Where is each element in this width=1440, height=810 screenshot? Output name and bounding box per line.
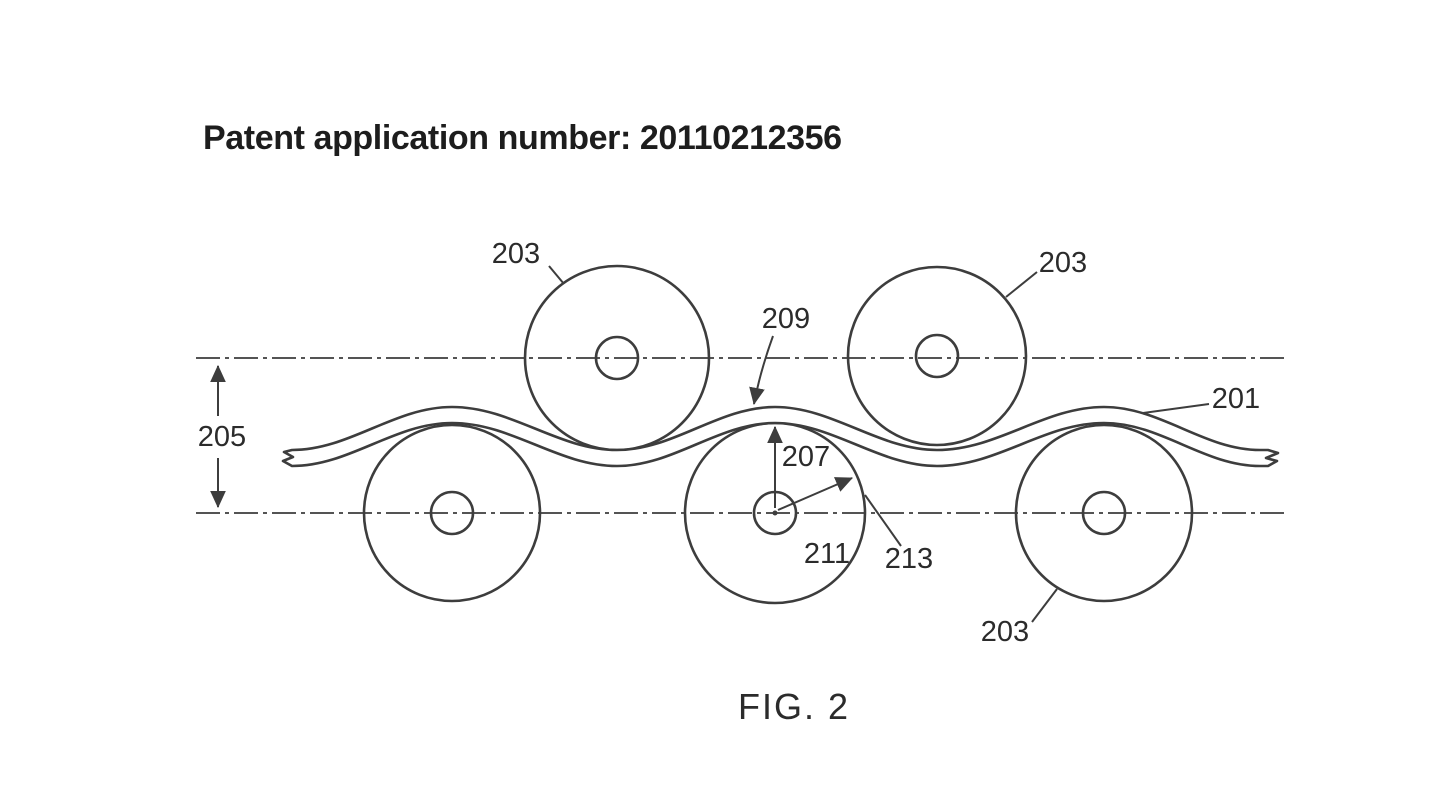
label-radius-diagonal: 211 (804, 538, 850, 570)
roller-bottom-left (362, 423, 542, 603)
label-sheet-surface: 209 (762, 303, 810, 335)
roller-top-right (846, 265, 1028, 447)
page-title: Patent application number: 20110212356 (203, 119, 842, 157)
leader-roller-bottom-right (1031, 588, 1058, 623)
label-roller-top-right: 203 (1039, 247, 1087, 279)
label-roller-surface: 213 (885, 543, 933, 575)
leader-sheet (1142, 403, 1210, 414)
annotations: 203 203 203 201 209 205 207 211 (198, 238, 1260, 648)
centerlines (196, 357, 1284, 514)
roller-top-right-hub (914, 333, 960, 379)
roller-top-left-hub (594, 335, 640, 381)
figure-caption: FIG. 2 (738, 686, 850, 727)
label-pitch-height: 205 (198, 421, 246, 453)
roller-bottom-left-hub (429, 490, 475, 536)
leader-roller-surface (864, 494, 902, 547)
label-radius-vertical: 207 (782, 441, 830, 473)
label-sheet: 201 (1212, 383, 1260, 415)
arrow-radius-diagonal (777, 477, 853, 511)
roller-bottom-middle-center-dot (772, 510, 778, 516)
label-roller-bottom-right: 203 (981, 616, 1029, 648)
leader-roller-top-right (1005, 271, 1038, 298)
corrugated-sheet (281, 405, 1280, 468)
arrow-sheet-surface (749, 335, 774, 406)
label-roller-top-left: 203 (492, 238, 540, 270)
roller-bottom-right (1014, 423, 1194, 603)
roller-bottom-right-hub (1081, 490, 1127, 536)
leader-roller-top-left (548, 265, 565, 285)
